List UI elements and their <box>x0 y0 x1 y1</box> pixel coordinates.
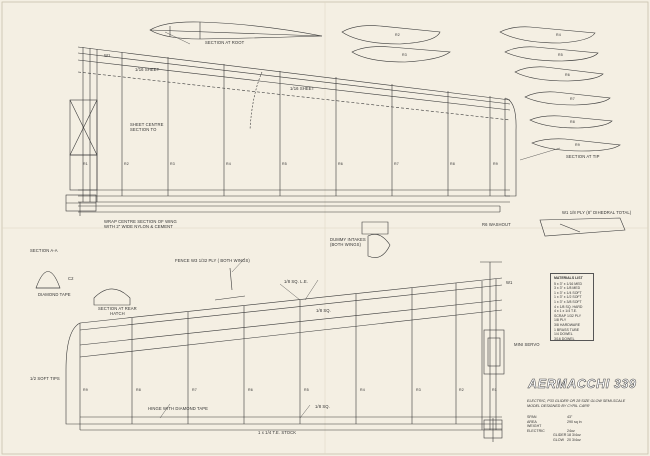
upper-wing-panel <box>65 46 517 216</box>
rib-label: R3 <box>170 162 175 166</box>
spec-row: GLIDER18 3/4oz <box>553 433 581 437</box>
label-section-root: SECTION AT ROOT <box>205 40 245 45</box>
material-item: 1 x 3" x 1/2 SOFT <box>554 295 582 300</box>
rib-label: R7 <box>192 388 197 392</box>
materials-heading: MATERIALS LIST <box>554 276 583 280</box>
material-item: 4 x 1/8 SQ. HARD <box>554 304 583 309</box>
root-airfoil <box>149 21 323 40</box>
rib-section-label: R3 <box>402 53 407 57</box>
rib-label: R9 <box>83 388 88 392</box>
rib-section-label: R9 <box>575 143 580 147</box>
rib-section-label: R4 <box>556 33 561 37</box>
material-item: 4 x 1 x 1/4 T.E. <box>554 309 578 314</box>
rib-label: R7 <box>394 162 399 166</box>
rib-label: R5 <box>282 162 287 166</box>
label-section-rear-hatch: SECTION AT REAR HATCH <box>98 306 137 316</box>
label-soft-le: 1/8 SQ. L.E. <box>284 279 309 284</box>
material-item: 1/4 DOWEL <box>554 332 573 337</box>
rib-label: R8 <box>136 388 141 392</box>
rib-label: R4 <box>226 162 231 166</box>
rib-section-label: R6 <box>565 73 570 77</box>
rib-label: R6 <box>338 162 343 166</box>
label-section-aa: SECTION A-A <box>30 248 58 253</box>
label-sheet-right: 1/16 SHEET <box>290 86 315 91</box>
label-sheet-1-16: 1/16 SHEET <box>135 67 160 72</box>
label-c2: C2 <box>68 276 74 281</box>
label-servo: MINI SERVO <box>514 342 540 347</box>
label-w1-ply: W1 1/8 PLY (8° DIHEDRAL TOTAL) <box>562 210 632 215</box>
label-w1b: W1 <box>506 280 513 285</box>
label-section-tip: SECTION AT TIP <box>566 154 600 159</box>
material-item: 3 x 3" x 1/8 MED <box>554 286 581 291</box>
material-item: 1/8 PLY <box>554 318 567 323</box>
rib-label: R2 <box>124 162 129 166</box>
materials-list: MATERIALS LIST 5 x 3" x 1/16 MED 3 x 3" … <box>550 273 594 341</box>
label-r6-washout: R6 WASHOUT <box>482 222 511 227</box>
label-hinge: HINGE WITH DIAMOND TAPE <box>148 406 209 411</box>
material-item: 1 BRASS TUBE <box>554 327 580 332</box>
rib-label: R9 <box>493 162 498 166</box>
rib-label: R5 <box>304 388 309 392</box>
material-item: 1 x 3" x 1/4 SOFT <box>554 290 582 295</box>
material-item: 3/16 DOWEL <box>554 336 575 341</box>
material-item: 1 x 3" x 3/8 SOFT <box>554 299 582 304</box>
material-item: 5 x 3" x 1/16 MED <box>554 281 583 286</box>
label-diamond-tape: DIAMOND TAPE <box>38 292 71 297</box>
material-item: SCRAP 1/32 PLY <box>554 313 582 318</box>
label-soft-tips: 1/2 SOFT TIPS <box>30 376 60 381</box>
section-rear-hatch <box>93 288 131 306</box>
rib-label: R3 <box>416 388 421 392</box>
rib-section-label: R5 <box>558 53 563 57</box>
material-item: 3/8 HARDWARE <box>554 322 581 327</box>
label-sq: 1/8 SQ. <box>316 308 331 313</box>
label-sheet-centre: SHEET CENTRE SECTION TO <box>130 122 164 132</box>
dihedral-brace <box>539 217 626 237</box>
rib-section-label: R2 <box>395 33 400 37</box>
rib-label: R1 <box>492 388 497 392</box>
plan-title: AERMACCHI 339 <box>528 377 637 392</box>
rib-label: R1 <box>83 162 88 166</box>
rib-label: R8 <box>450 162 455 166</box>
label-sq-low: 1/8 SQ. <box>315 404 330 409</box>
label-te-stock: 1 x 1/4 T.E. STOCK <box>258 430 297 435</box>
rib-label: R4 <box>360 388 365 392</box>
rib-section-profiles <box>341 25 621 152</box>
rib-section-label: R7 <box>570 97 575 101</box>
rib-label: R2 <box>459 388 464 392</box>
section-aa <box>35 271 61 289</box>
lower-wing-panel <box>65 261 505 442</box>
label-wrap-note: WRAP CENTRE SECTION OF WING WITH 2" WIDE… <box>104 219 177 229</box>
label-dummy-intakes: DUMMY INTAKES (BOTH WINGS) <box>330 237 366 247</box>
label-w1: W1 <box>104 53 111 58</box>
plan-subtitle: ELECTRIC, P33 GLIDER OR 28 SIZE GLOW SEM… <box>527 399 626 408</box>
rib-label: R6 <box>248 388 253 392</box>
label-fence: FENCE W3 1/32 PLY ( BOTH WINGS) <box>175 258 250 263</box>
rib-section-label: R8 <box>570 120 575 124</box>
